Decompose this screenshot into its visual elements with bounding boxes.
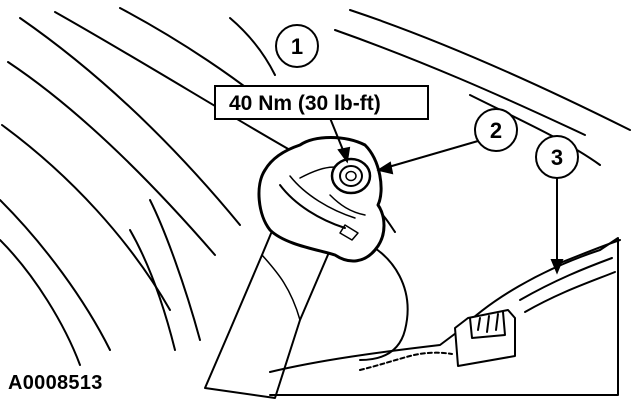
callout-2-leader — [384, 140, 479, 169]
seat-back-outline — [359, 239, 409, 361]
torque-spec-box — [214, 85, 429, 120]
pillar-frame-lines — [0, 7, 631, 366]
callout-3-number: 3 — [551, 145, 563, 170]
callout-1: 1 — [275, 24, 319, 68]
figure-id: A0008513 — [8, 372, 103, 394]
callout-3-arrowhead — [550, 259, 564, 275]
callout-2-arrowhead — [376, 161, 394, 175]
torque-spec-label: 40 Nm (30 lb-ft) — [229, 92, 381, 115]
anchor-bolt — [330, 157, 372, 195]
callout-2-number: 2 — [490, 118, 502, 143]
callout-1-arrowhead — [337, 146, 351, 164]
callout-3: 3 — [535, 135, 579, 179]
callout-1-number: 1 — [291, 34, 303, 59]
seat-belt-buckle — [269, 237, 619, 396]
panel-edge-line — [554, 239, 621, 266]
callout-2: 2 — [474, 108, 518, 152]
